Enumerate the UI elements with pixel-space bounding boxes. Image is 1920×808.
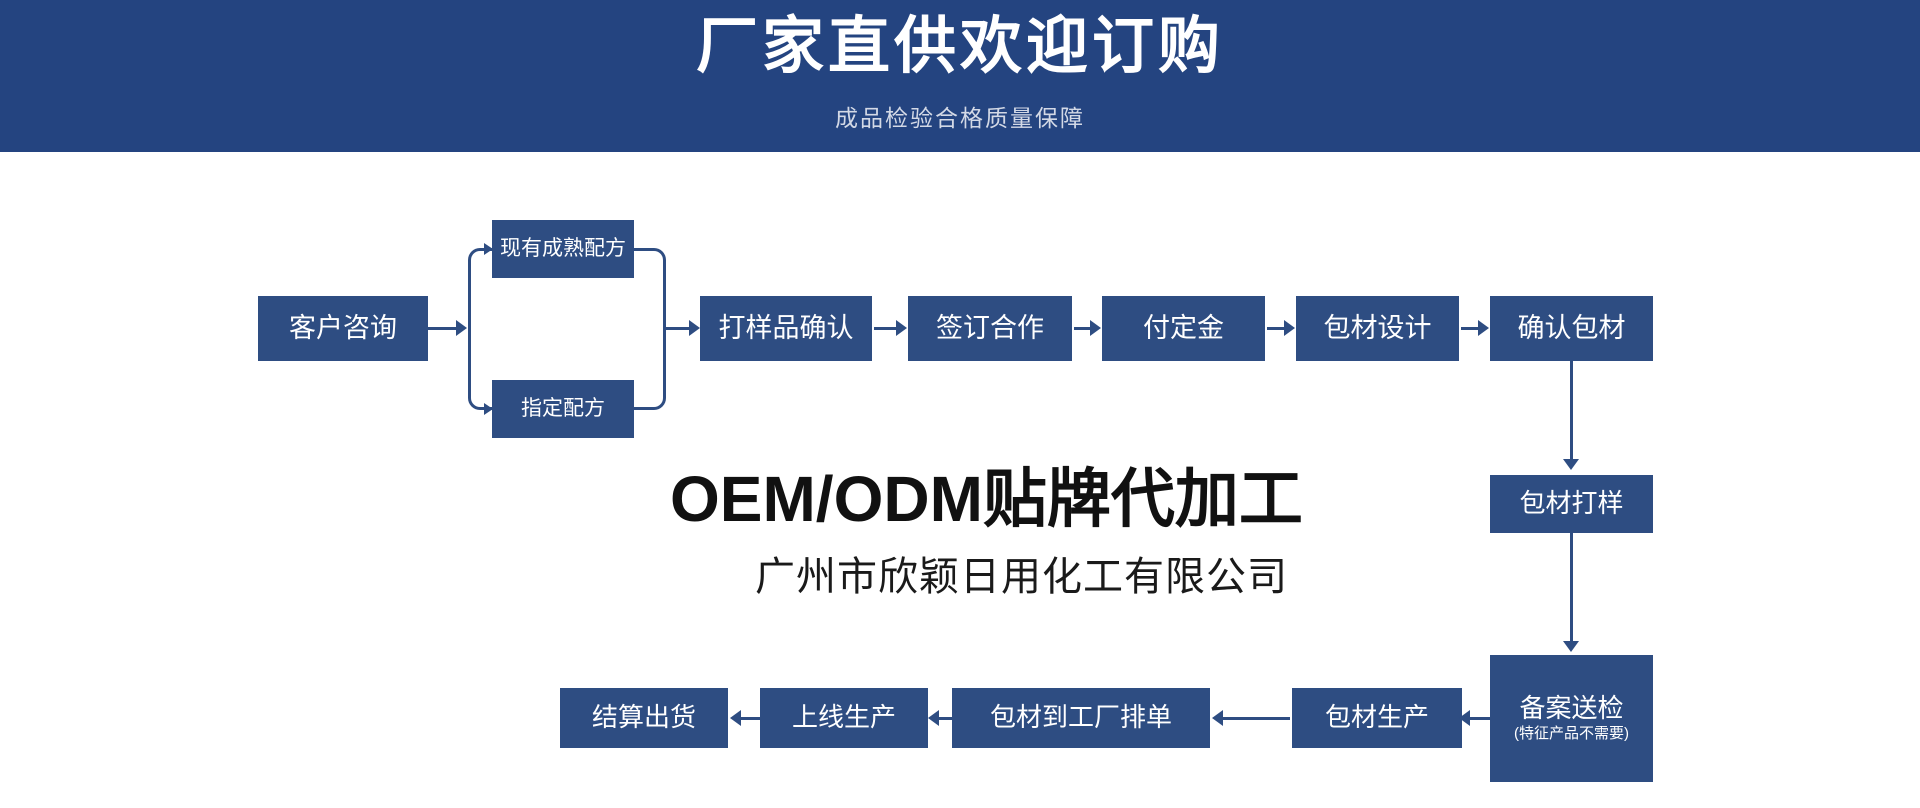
flow-node-label: 包材设计	[1323, 313, 1432, 344]
connector-elbow	[634, 248, 666, 282]
flow-node-label: 指定配方	[521, 397, 605, 421]
connector-arrowhead	[1563, 641, 1579, 652]
connector-arrowhead	[456, 320, 467, 336]
connector-elbow	[634, 376, 666, 410]
connector-arrowhead	[689, 320, 700, 336]
connector-arrowhead	[484, 243, 493, 255]
flow-node-specified-formula[interactable]: 指定配方	[492, 380, 634, 438]
banner-title: 厂家直供欢迎订购	[695, 12, 1224, 81]
process-flow-diagram: 客户咨询 现有成熟配方 指定配方 打样品确认 签订合作 付定金 包材设计 确认包…	[0, 152, 1920, 808]
flow-node-packaging-to-factory[interactable]: 包材到工厂排单	[952, 688, 1210, 748]
flow-node-note: (特征产品不需要)	[1514, 725, 1629, 743]
connector-arrowhead	[1212, 710, 1223, 726]
connector-line	[1468, 717, 1492, 720]
connector-line	[1222, 717, 1290, 720]
header-banner: 厂家直供欢迎订购 成品检验合格质量保障	[0, 0, 1920, 152]
flow-node-label: 备案送检	[1519, 693, 1624, 724]
flow-node-packaging-production[interactable]: 包材生产	[1292, 688, 1462, 748]
flow-node-label: 签订合作	[936, 313, 1044, 344]
connector-arrowhead	[1284, 320, 1295, 336]
company-name: 广州市欣颖日用化工有限公司	[755, 555, 1288, 599]
connector-arrowhead	[1563, 459, 1579, 470]
flow-node-sample-confirm[interactable]: 打样品确认	[700, 296, 872, 361]
flow-node-settle-shipment[interactable]: 结算出货	[560, 688, 728, 748]
connector-arrowhead	[1090, 320, 1101, 336]
flow-node-label: 付定金	[1143, 313, 1224, 344]
flow-node-label: 确认包材	[1517, 313, 1626, 344]
flow-node-existing-formula[interactable]: 现有成熟配方	[492, 220, 634, 278]
connector-line	[663, 327, 691, 330]
flow-node-pay-deposit[interactable]: 付定金	[1102, 296, 1265, 361]
connector-elbow	[468, 376, 494, 410]
flow-node-packaging-design[interactable]: 包材设计	[1296, 296, 1459, 361]
flow-node-customer-inquiry[interactable]: 客户咨询	[258, 296, 428, 361]
connector-elbow	[468, 248, 494, 282]
flow-node-label: 上线生产	[791, 702, 896, 733]
connector-arrowhead	[730, 710, 741, 726]
connector-line	[874, 327, 897, 330]
connector-arrowhead	[484, 403, 493, 415]
flow-node-start-production[interactable]: 上线生产	[760, 688, 928, 748]
connector-line	[938, 717, 954, 720]
connector-arrowhead	[896, 320, 907, 336]
connector-arrowhead	[1478, 320, 1489, 336]
flow-node-label: 现有成熟配方	[500, 237, 626, 261]
connector-line	[1461, 327, 1479, 330]
connector-line	[1267, 327, 1285, 330]
flow-node-label: 包材打样	[1519, 488, 1624, 519]
connector-line	[740, 717, 760, 720]
banner-subtitle: 成品检验合格质量保障	[835, 105, 1085, 131]
connector-line	[1570, 361, 1573, 461]
flow-node-packaging-sample[interactable]: 包材打样	[1490, 475, 1653, 533]
page-headline: OEM/ODM贴牌代加工	[670, 463, 1303, 535]
connector-arrowhead	[928, 710, 939, 726]
flow-node-filing-inspection[interactable]: 备案送检 (特征产品不需要)	[1490, 655, 1653, 782]
flow-node-label: 包材生产	[1324, 702, 1429, 733]
flow-node-label: 客户咨询	[289, 313, 397, 344]
connector-line	[428, 327, 456, 330]
flow-node-label: 打样品确认	[718, 313, 854, 344]
connector-line	[1570, 533, 1573, 643]
flow-node-label: 包材到工厂排单	[989, 702, 1172, 733]
connector-line	[1074, 327, 1091, 330]
flow-node-confirm-packaging[interactable]: 确认包材	[1490, 296, 1653, 361]
flow-node-sign-contract[interactable]: 签订合作	[908, 296, 1072, 361]
flow-node-label: 结算出货	[591, 702, 696, 733]
connector-arrowhead	[1459, 710, 1470, 726]
connector-line	[468, 278, 471, 380]
